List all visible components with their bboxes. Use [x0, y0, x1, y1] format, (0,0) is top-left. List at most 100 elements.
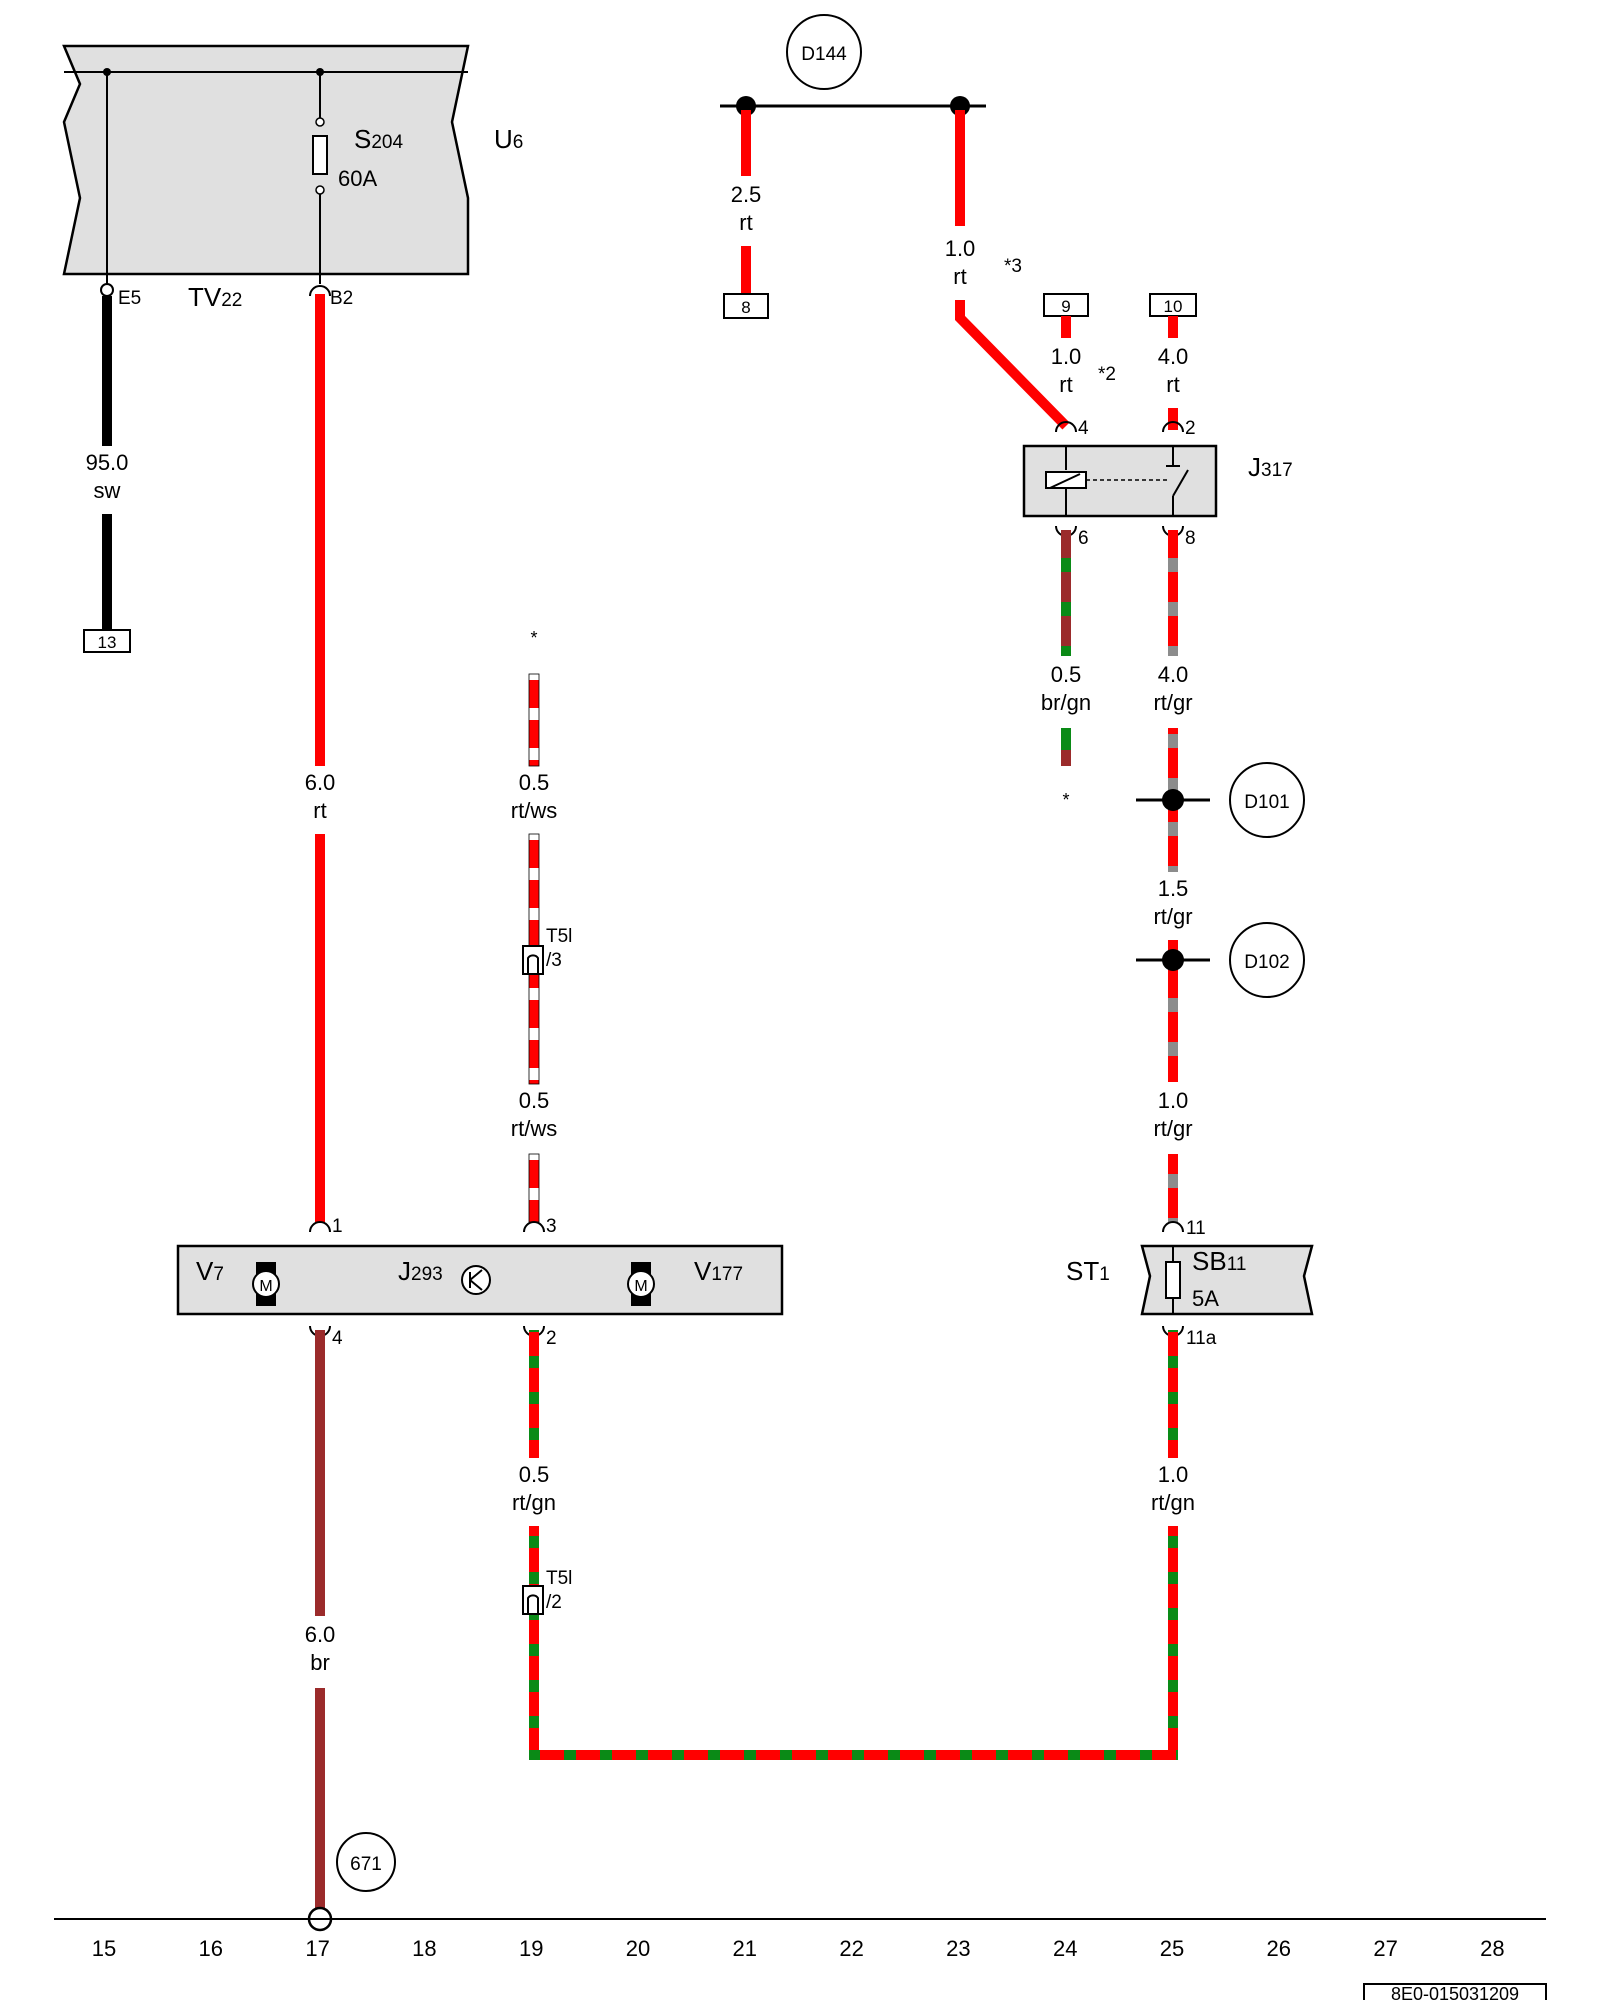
- wire-2.5-rt-lower: [741, 246, 751, 294]
- svg-text:6: 6: [1078, 528, 1089, 549]
- wire-1.0-rtgn-lower: [1168, 1526, 1178, 1760]
- svg-text:4: 4: [1078, 418, 1089, 439]
- svg-text:rt: rt: [1166, 372, 1179, 397]
- wire-label-color: sw: [94, 478, 121, 503]
- ruler-column-20: 20: [626, 1936, 650, 1961]
- ruler-column-19: 19: [519, 1936, 543, 1961]
- v7-motor-icon: [252, 1270, 280, 1298]
- node-d102: [1229, 922, 1305, 998]
- svg-text:3: 3: [546, 1216, 557, 1237]
- relay-switch-icon: [1172, 469, 1189, 497]
- st1-fuse-carrier: SB11 5A ST1: [1066, 1244, 1314, 1316]
- ruler-column-17: 17: [305, 1936, 329, 1961]
- svg-text:br: br: [310, 1650, 330, 1675]
- svg-text:2.5: 2.5: [731, 182, 762, 207]
- doc-id-box: [1363, 1983, 1547, 2000]
- wire-label-color: rt: [313, 798, 326, 823]
- svg-text:0.5: 0.5: [519, 770, 550, 795]
- wire-0.5-rtws-top: [528, 673, 540, 767]
- ruler-column-26: 26: [1267, 1936, 1291, 1961]
- svg-text:D101: D101: [1244, 792, 1289, 813]
- transistor-icon: [461, 1265, 491, 1295]
- wire-label-size: 95.0: [86, 450, 129, 475]
- j317-relay: 4 2 J317 6 8: [1022, 418, 1293, 549]
- ruler-column-23: 23: [946, 1936, 970, 1961]
- pin-e5-label: E5: [118, 288, 141, 309]
- wire-2.5-rt-upper: [741, 110, 751, 176]
- ruler-column-18: 18: [412, 1936, 436, 1961]
- svg-text:1.0: 1.0: [1158, 1088, 1189, 1113]
- wire-0.5-brgn-upper: [1061, 530, 1071, 656]
- u6-module: S204 60A U6: [62, 44, 523, 286]
- svg-text:T5l: T5l: [546, 926, 572, 947]
- connector-t5l-3: [522, 945, 544, 975]
- svg-text:1.0: 1.0: [1158, 1462, 1189, 1487]
- s204-fuse-icon: [312, 135, 328, 175]
- terminal-13: [83, 629, 131, 653]
- svg-text:1.0: 1.0: [1051, 344, 1082, 369]
- u6-box: [62, 44, 470, 276]
- svg-text:0.5: 0.5: [1051, 662, 1082, 687]
- ruler-column-16: 16: [199, 1936, 223, 1961]
- j293-module: V7 M J293 M V177: [176, 1244, 784, 1316]
- wire-6-br-lower: [315, 1688, 325, 1910]
- svg-text:5A: 5A: [1192, 1286, 1219, 1311]
- wire-0.5-rtgn-upper: [529, 1330, 539, 1458]
- wire-1.0-rt-diagonal: [955, 300, 1070, 430]
- svg-text:1.0: 1.0: [945, 236, 976, 261]
- node-671: [336, 1832, 396, 1892]
- wire-6-rt-upper: [315, 294, 325, 766]
- svg-text:T5l: T5l: [546, 1568, 572, 1589]
- svg-text:8: 8: [741, 298, 750, 317]
- wire-95-sw-lower: [102, 514, 112, 630]
- svg-text:2: 2: [1185, 418, 1196, 439]
- note-3: *3: [1004, 256, 1022, 277]
- svg-text:rt: rt: [739, 210, 752, 235]
- svg-text:rt: rt: [1059, 372, 1072, 397]
- ruler-column-25: 25: [1160, 1936, 1184, 1961]
- node-d144: [786, 14, 862, 90]
- svg-text:/3: /3: [546, 950, 562, 971]
- st1-box: [1140, 1244, 1314, 1316]
- svg-text:/2: /2: [546, 1592, 562, 1613]
- st1-label: ST1: [1066, 1256, 1110, 1286]
- svg-text:M: M: [634, 1278, 647, 1295]
- ruler-column-24: 24: [1053, 1936, 1077, 1961]
- svg-text:rt/gn: rt/gn: [1151, 1490, 1195, 1515]
- wire-1.0-rt-d144: [955, 110, 965, 226]
- svg-text:1.5: 1.5: [1158, 876, 1189, 901]
- u6-label: U6: [494, 124, 523, 154]
- wire-1.0-rtgn-upper: [1168, 1330, 1178, 1458]
- svg-text:0.5: 0.5: [519, 1462, 550, 1487]
- svg-text:br/gn: br/gn: [1041, 690, 1091, 715]
- sb11-fuse-icon: [1165, 1261, 1181, 1299]
- svg-text:671: 671: [350, 1854, 382, 1875]
- svg-text:*: *: [530, 628, 537, 648]
- v7-label: V7: [196, 1256, 224, 1286]
- svg-text:D102: D102: [1244, 952, 1289, 973]
- svg-text:rt/gr: rt/gr: [1153, 1116, 1192, 1141]
- svg-text:10: 10: [1164, 297, 1183, 316]
- j293-label: J293: [398, 1256, 443, 1286]
- svg-text:rt/ws: rt/ws: [511, 798, 557, 823]
- pin-b2-label: B2: [330, 288, 353, 309]
- s204-label: S204: [354, 124, 403, 154]
- wire-label-size: 6.0: [305, 770, 336, 795]
- tv22-label: TV22: [188, 282, 242, 312]
- j317-label: J317: [1248, 452, 1293, 482]
- note-star: *: [1062, 790, 1069, 810]
- svg-text:0.5: 0.5: [519, 1088, 550, 1113]
- pin-j293-1-label: 1: [332, 1216, 343, 1237]
- wire-6-rt-lower: [315, 834, 325, 1222]
- pin-b2-icon: [309, 285, 331, 297]
- svg-text:2: 2: [546, 1328, 557, 1349]
- ruler-column-15: 15: [92, 1936, 116, 1961]
- sb11-label: SB11: [1192, 1246, 1246, 1276]
- svg-text:M: M: [259, 1278, 272, 1295]
- pin-e5: [100, 283, 114, 297]
- svg-text:8: 8: [1185, 528, 1196, 549]
- svg-text:4: 4: [332, 1328, 343, 1349]
- ruler-column-22: 22: [839, 1936, 863, 1961]
- junction-d102: [1162, 949, 1184, 971]
